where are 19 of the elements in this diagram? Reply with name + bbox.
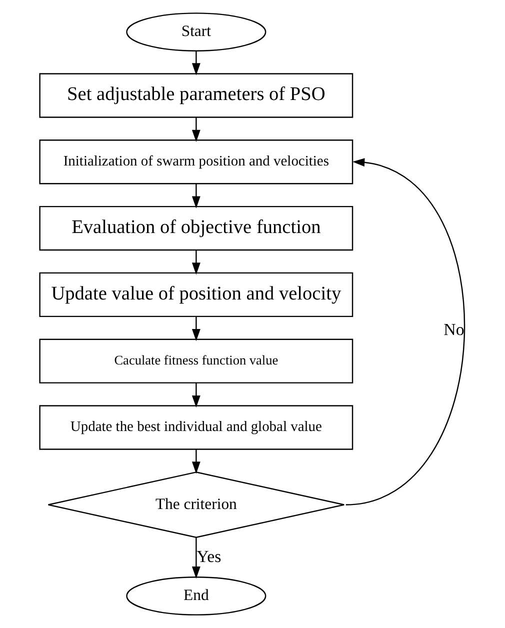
node-box: Update the best individual and global value — [39, 405, 354, 450]
node-box: Evaluation of objective function — [39, 206, 354, 251]
node-box: Set adjustable parameters of PSO — [39, 73, 354, 118]
arrow — [192, 250, 200, 275]
node-diamond: The criterion — [48, 472, 345, 538]
node-box: Caculate fitness function value — [39, 338, 354, 384]
arrow — [192, 316, 200, 342]
arrow — [192, 382, 200, 408]
edge-label: No — [444, 320, 464, 339]
arrow — [192, 450, 200, 474]
node-ellipse: Start — [126, 12, 266, 52]
arrow — [192, 117, 200, 142]
node-box: Initialization of swarm position and velocities — [39, 140, 354, 184]
arrow — [346, 158, 465, 506]
node-box: Update value of position and velocity — [39, 272, 354, 318]
node-ellipse: End — [126, 576, 266, 616]
arrow — [192, 184, 200, 208]
arrow — [192, 538, 200, 579]
arrow — [192, 50, 200, 76]
